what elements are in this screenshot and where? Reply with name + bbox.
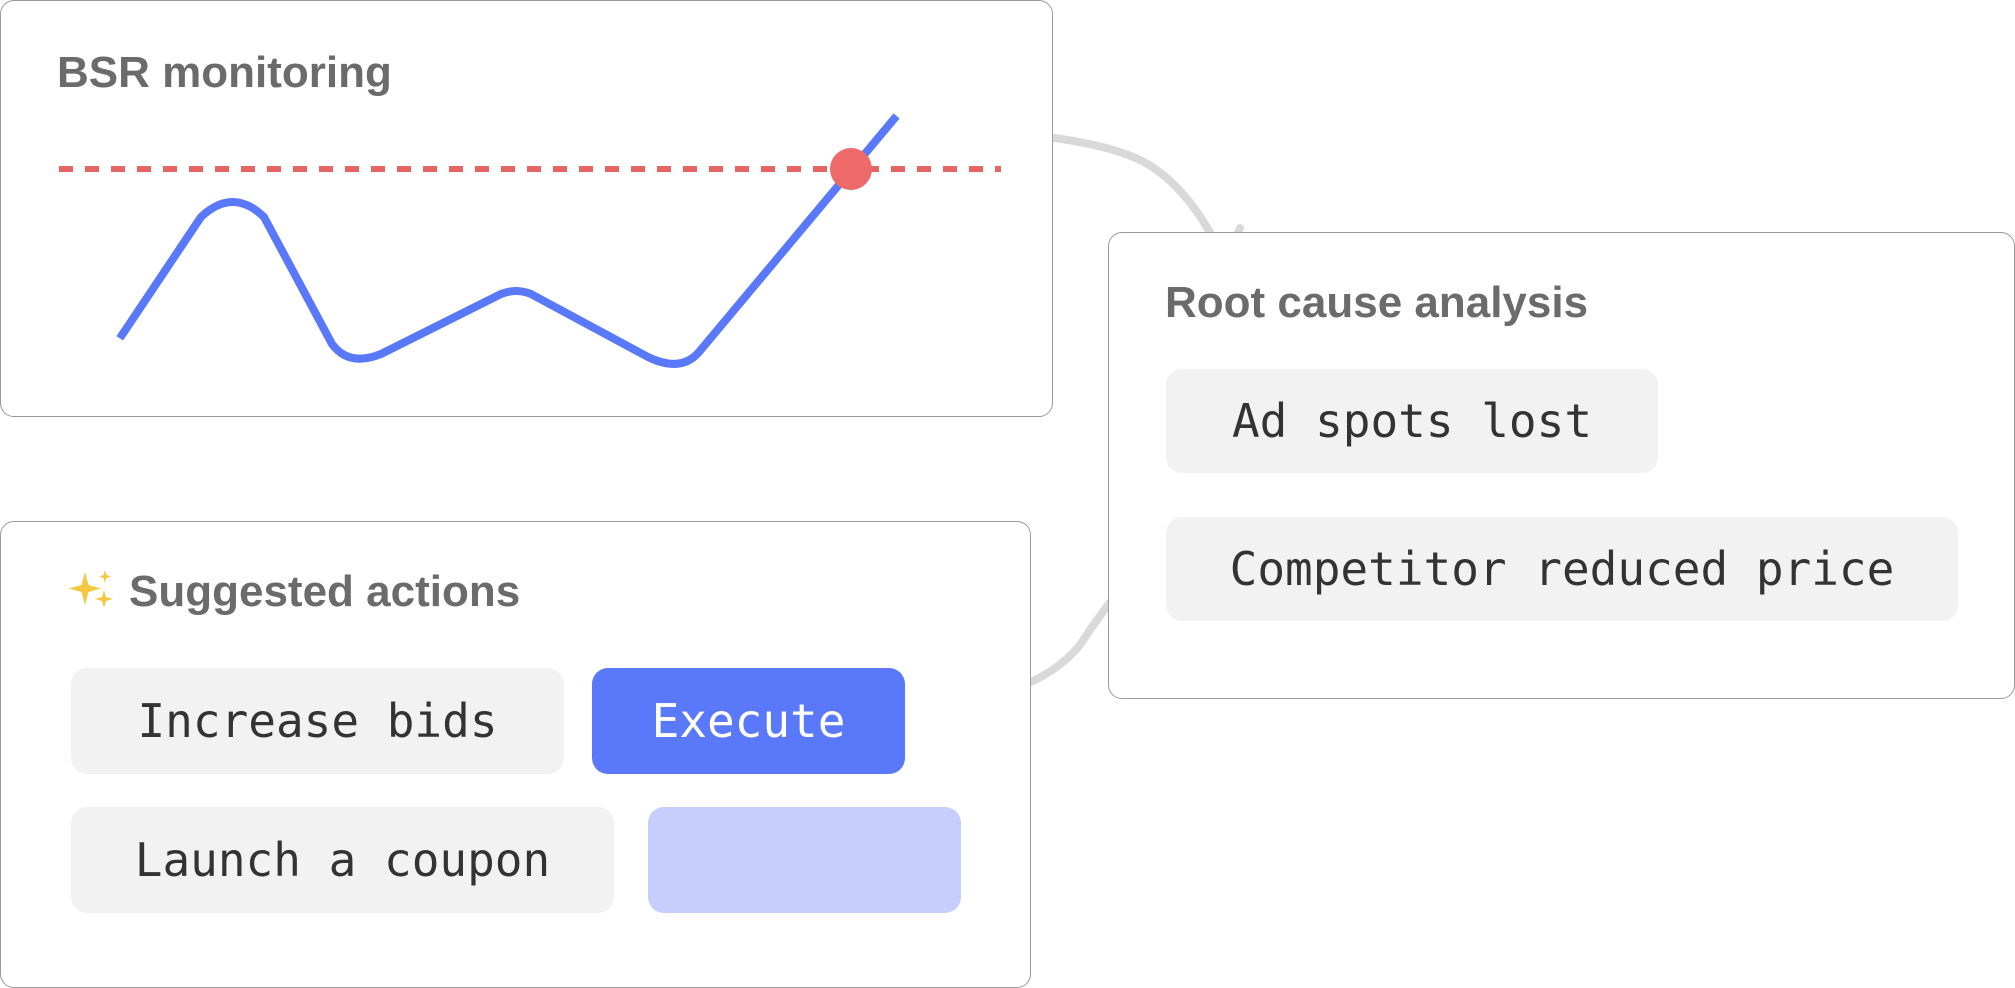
action-chip-launch-a-coupon[interactable]: Launch a coupon (71, 807, 614, 913)
suggested-actions-card: Suggested actions Increase bids Execute … (0, 521, 1031, 988)
suggested-actions-title: Suggested actions (129, 567, 521, 616)
bsr-monitoring-title: BSR monitoring (57, 48, 392, 97)
bsr-trend-chart (59, 113, 1001, 368)
bsr-trend-line (116, 113, 900, 368)
bsr-monitoring-card: BSR monitoring (0, 0, 1053, 417)
cause-chip-ad-spots-lost: Ad spots lost (1166, 369, 1658, 473)
execute-button[interactable]: Execute (592, 668, 905, 774)
threshold-breach-dot (830, 148, 872, 190)
sparkles-icon (69, 570, 113, 608)
root-cause-analysis-title: Root cause analysis (1165, 278, 1589, 327)
root-cause-analysis-card: Root cause analysis Ad spots lost Compet… (1108, 232, 2015, 699)
cause-chip-competitor-reduced-price: Competitor reduced price (1166, 517, 1958, 621)
execute-button-placeholder (648, 807, 961, 913)
action-chip-increase-bids[interactable]: Increase bids (71, 668, 564, 774)
